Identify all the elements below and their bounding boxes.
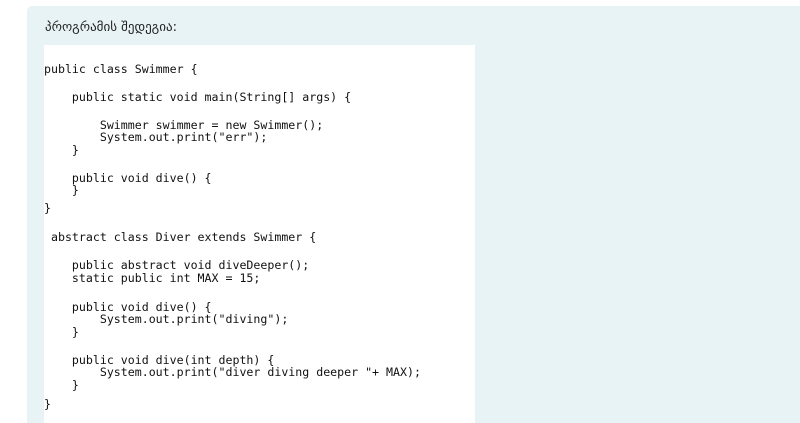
- code-line: Swimmer swimmer = new Swimmer();: [44, 118, 324, 132]
- code-block: public class Swimmer { public static voi…: [44, 45, 475, 423]
- code-line: }: [44, 143, 79, 157]
- code-line: System.out.print("diver diving deeper "+…: [44, 365, 421, 379]
- code-line: public void dive() {: [44, 300, 212, 314]
- code-line: }: [44, 325, 79, 339]
- question-panel: პროგრამის შედეგია: public class Swimmer …: [27, 6, 800, 423]
- code-line: static public int MAX = 15;: [44, 271, 261, 285]
- code-line: System.out.print("err");: [44, 130, 268, 144]
- code-line: }: [44, 397, 51, 411]
- code-line: System.out.print("diving");: [44, 312, 289, 326]
- code-line: public class Swimmer {: [44, 62, 198, 76]
- program-output-title: პროგრამის შედეგია:: [45, 20, 177, 35]
- code-line: public abstract void diveDeeper();: [44, 258, 310, 272]
- code-line: public void dive() {: [44, 171, 212, 185]
- code-line: abstract class Diver extends Swimmer {: [44, 230, 317, 244]
- code-line: }: [44, 201, 51, 215]
- code-line: }: [44, 183, 79, 197]
- code-line: public static void main(String[] args) {: [44, 90, 352, 104]
- code-line: public void dive(int depth) {: [44, 353, 275, 367]
- code-line: }: [44, 378, 79, 392]
